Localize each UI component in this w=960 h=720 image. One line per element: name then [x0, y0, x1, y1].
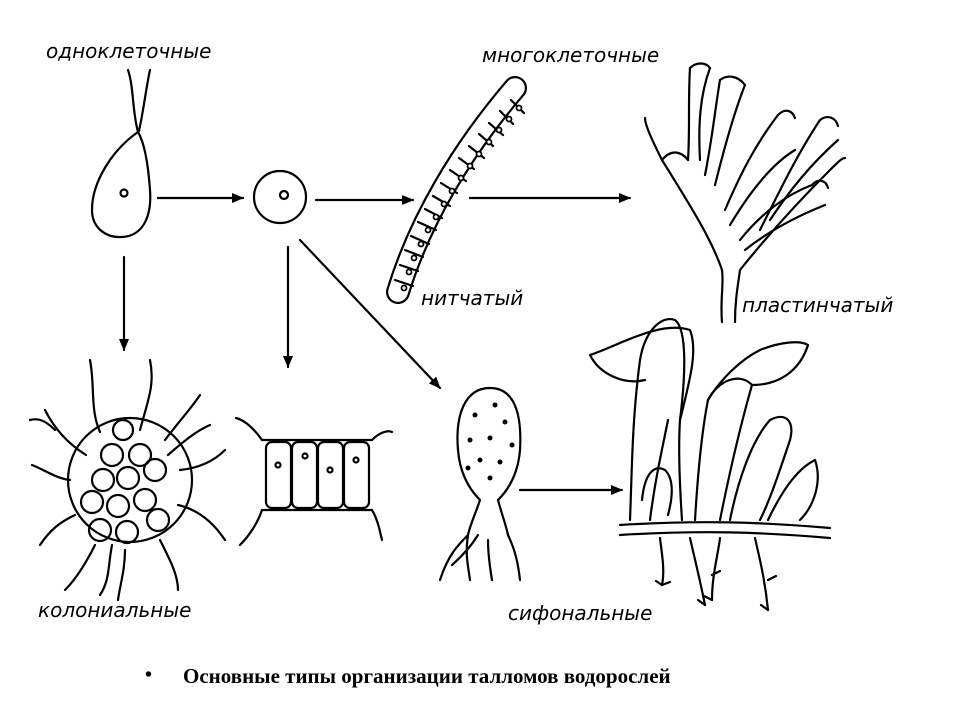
caption-bullet: • — [145, 664, 153, 686]
colonial-alga — [28, 358, 227, 602]
filamentous-alga — [386, 76, 527, 304]
round-cell — [252, 169, 308, 225]
label-lamellar: пластинчатый — [742, 293, 893, 317]
figure-caption: • Основные типы организации талломов водо… — [145, 664, 945, 689]
label-filamentous: нитчатый — [421, 286, 523, 310]
siphonal-blades-alga — [588, 317, 832, 612]
label-multicellular: многоклеточные — [482, 43, 659, 67]
lamellar-alga — [643, 62, 847, 324]
label-unicellular: одноклеточные — [46, 39, 211, 63]
arrow-round-to-siphonal — [298, 238, 442, 390]
label-siphonal: сифональные — [508, 601, 652, 625]
label-colonial: колониальные — [38, 598, 191, 622]
algae-thallus-diagram: одноклеточные многоклеточные нитчатый пл… — [28, 39, 893, 625]
caption-text: Основные типы организации талломов водор… — [183, 664, 671, 688]
siphonal-alga — [438, 386, 522, 582]
unicellular-cell — [90, 68, 152, 239]
multicellular-filament — [234, 416, 394, 547]
